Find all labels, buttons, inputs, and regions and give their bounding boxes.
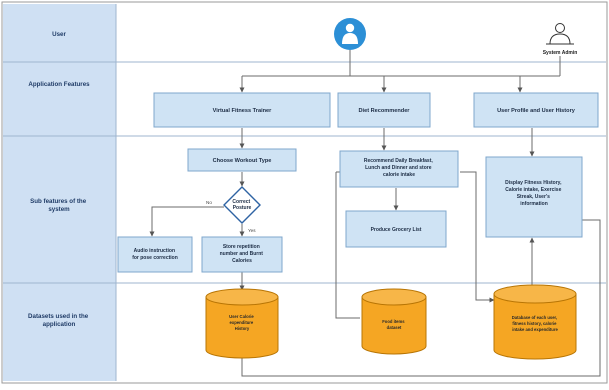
admin-icon-body [549, 33, 571, 45]
subfeature-label-line: Calorie intake, Exercise [505, 187, 561, 193]
decision-no-label: No [206, 200, 212, 205]
user-icon-head [345, 23, 355, 33]
feature-box [153, 92, 331, 128]
audio-instruction-box[interactable]: Audio instruction for pose correction [117, 236, 193, 273]
lane-label-subfeatures-line: system [48, 206, 70, 213]
subfeature-label-line: Audio instruction [134, 248, 175, 254]
admin-icon[interactable] [546, 23, 574, 45]
lane-label-subfeatures: Sub features of the system [30, 198, 88, 213]
feature-box [337, 92, 431, 128]
feature-label: User Profile and User History [497, 108, 576, 114]
lane-label-bg-subfeatures [3, 136, 116, 283]
lane-label-bg-datasets [3, 283, 116, 381]
subfeature-box [339, 150, 459, 188]
cylinder-top [493, 284, 577, 304]
cylinder-label-line: fitness history, calorie [512, 321, 557, 326]
feature-label: Virtual Fitness Trainer [213, 108, 272, 114]
cylinder-label-line: dataset [387, 325, 402, 330]
correct-posture-decision[interactable]: Correct Posture [223, 186, 261, 224]
cylinder-label-line: expenditure [230, 320, 254, 325]
subfeature-box [117, 236, 193, 273]
lane-label-user: User [52, 31, 66, 38]
feature-box [473, 92, 599, 128]
user-icon-body [342, 33, 358, 44]
cylinder-top [205, 288, 279, 306]
subfeature-label-line: Display Fitness History, [505, 180, 562, 186]
decision-label-line: Posture [233, 205, 252, 211]
lane-label-subfeatures-line: Sub features of the [30, 198, 87, 205]
subfeature-label: Recommend Daily Breakfast, Lunch and Din… [364, 158, 434, 178]
cylinder-label-line: User Calorie [229, 314, 254, 319]
recommend-meals-box[interactable]: Recommend Daily Breakfast, Lunch and Din… [339, 150, 459, 188]
subfeature-label-line: Streak, User's [517, 194, 550, 200]
feature-diet-recommender[interactable]: Diet Recommender [337, 92, 431, 128]
subfeature-label: Choose Workout Type [213, 158, 272, 164]
dataset-user-database[interactable]: Database of each user, fitness history, … [493, 284, 577, 360]
subfeature-label-line: Calories [232, 258, 252, 264]
user-icon[interactable] [334, 18, 366, 50]
cylinder-label: Food items dataset [382, 319, 406, 330]
subfeature-label-line: calorie intake [383, 172, 415, 178]
cylinder-label-line: Food items [382, 319, 405, 324]
connector-food-dataset [335, 172, 360, 319]
subfeature-label-line: Lunch and Dinner and store [365, 165, 432, 171]
subfeature-box [201, 236, 283, 273]
subfeature-box [187, 148, 297, 172]
cylinder-top [361, 288, 427, 306]
decision-label: Correct Posture [232, 199, 251, 211]
lane-label-bg-user [3, 4, 116, 62]
subfeature-label-line: number and Burnt [220, 251, 264, 257]
subfeature-label-line: information [520, 201, 548, 207]
connector-bottom-loop [241, 219, 601, 377]
subfeature-box [345, 210, 447, 248]
lane-label-datasets: Datasets used in the application [28, 313, 90, 328]
cylinder-body [205, 296, 279, 359]
display-history-box[interactable]: Display Fitness History, Calorie intake,… [485, 156, 583, 238]
cylinder-label-line: Database of each user, [512, 315, 557, 320]
subfeature-label: Display Fitness History, Calorie intake,… [505, 180, 563, 207]
cylinder-body [361, 296, 427, 355]
cylinder-label-line: History [235, 326, 250, 331]
subfeature-label: Produce Grocery List [371, 227, 422, 233]
cylinder-body [493, 293, 577, 360]
dataset-calorie-history[interactable]: User Calorie expenditure History [205, 288, 279, 359]
cylinder-label: User Calorie expenditure History [229, 314, 255, 331]
feature-label: Diet Recommender [359, 108, 411, 114]
subfeature-label-line: for pose correction [132, 255, 178, 261]
lane-label-features: Application Features [28, 81, 90, 88]
decision-yes-label: Yes [248, 228, 256, 233]
lane-label-bg-features [3, 62, 116, 136]
connectors [149, 50, 601, 377]
subfeature-label-line: Store repetition [223, 244, 260, 250]
decision-label-line: Correct [232, 199, 250, 205]
subfeature-label: Audio instruction for pose correction [132, 248, 178, 261]
feature-virtual-trainer[interactable]: Virtual Fitness Trainer [153, 92, 331, 128]
connector-decision-no [149, 206, 224, 237]
store-repetition-box[interactable]: Store repetition number and Burnt Calori… [201, 236, 283, 273]
connector-recommend-to-database [460, 171, 495, 303]
subfeature-box [485, 156, 583, 238]
lane-label-datasets-line: Datasets used in the [28, 313, 89, 320]
decision-diamond [223, 186, 261, 224]
cylinder-label: Database of each user, fitness history, … [512, 315, 559, 332]
cylinder-label-line: intake and expenditure [512, 327, 558, 332]
subfeature-label-line: Recommend Daily Breakfast, [364, 158, 434, 164]
admin-icon-head [555, 23, 565, 33]
choose-workout-box[interactable]: Choose Workout Type [187, 148, 297, 172]
feature-user-profile[interactable]: User Profile and User History [473, 92, 599, 128]
dataset-food-items[interactable]: Food items dataset [361, 288, 427, 355]
grocery-list-box[interactable]: Produce Grocery List [345, 210, 447, 248]
lane-label-datasets-line: application [43, 321, 76, 328]
admin-label: System Admin [543, 50, 578, 56]
subfeature-label: Store repetition number and Burnt Calori… [220, 244, 265, 264]
